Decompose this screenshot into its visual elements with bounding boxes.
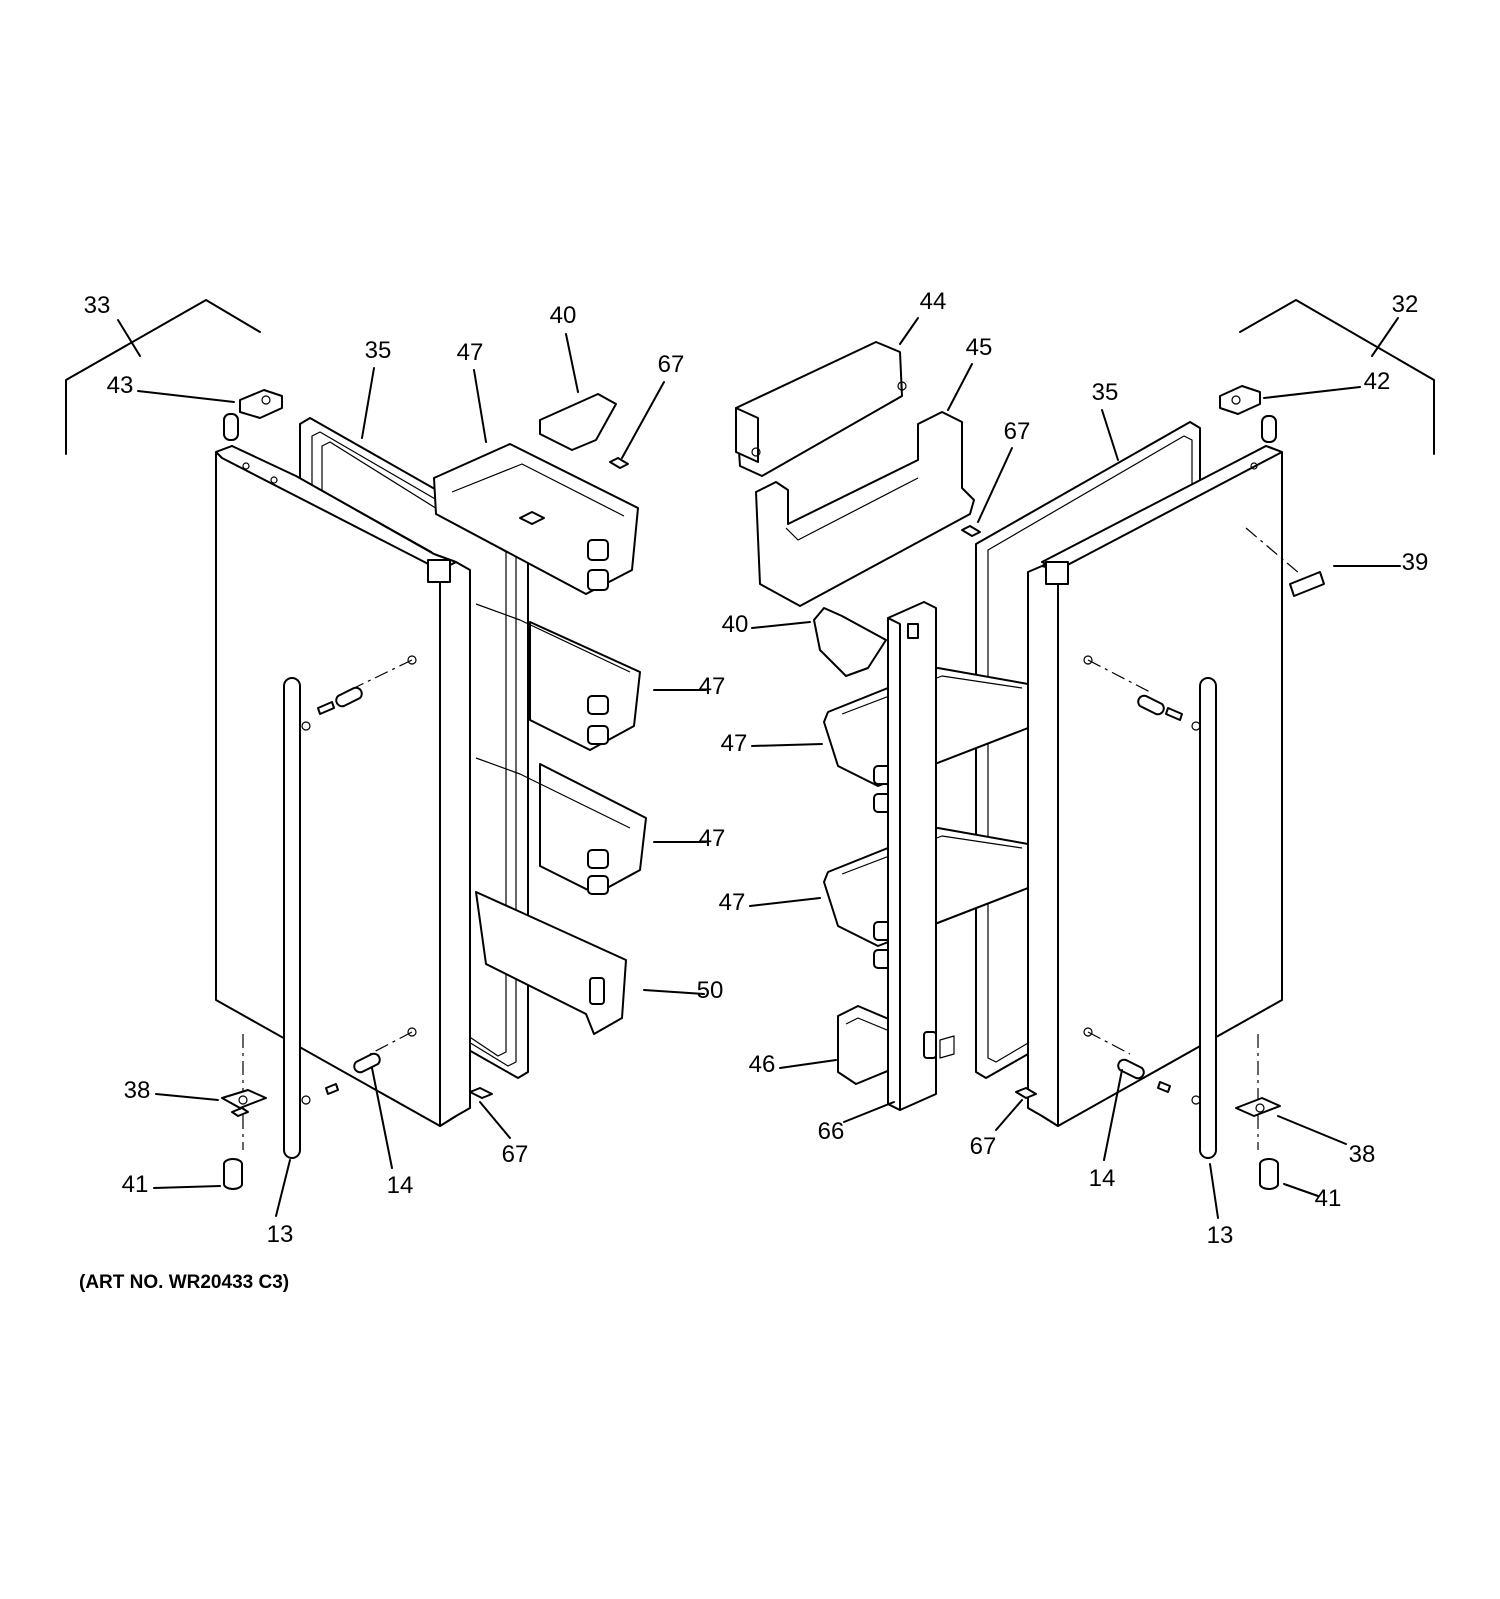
leader-lines (117, 317, 1401, 1219)
callout-40: 40 (722, 611, 749, 638)
callout-47: 47 (719, 889, 746, 916)
callout-39: 39 (1402, 549, 1429, 576)
clip-right-top (961, 525, 981, 537)
assembly-bracket-33 (65, 299, 261, 455)
callout-38: 38 (1349, 1141, 1376, 1168)
callout-35: 35 (365, 337, 392, 364)
door-bin-lower-left (475, 757, 647, 895)
door-handle-left (283, 677, 311, 1159)
door-bin-50 (475, 891, 627, 1035)
callout-45: 45 (966, 334, 993, 361)
callout-14: 14 (1089, 1165, 1116, 1192)
callout-47: 47 (457, 339, 484, 366)
callout-41: 41 (122, 1171, 149, 1198)
callout-labels: 33 43 35 47 40 67 47 47 50 38 41 14 13 67 44 45 67 35 32 42… (84, 288, 1429, 1249)
callout-67: 67 (658, 351, 685, 378)
top-hinge-left (223, 389, 283, 441)
top-hinge-right (1219, 385, 1277, 443)
callout-40: 40 (550, 302, 577, 329)
door-bin-mid-left (475, 603, 641, 751)
clip-left-top (609, 457, 629, 469)
dispenser-cover-44 (735, 341, 907, 477)
right-door-assembly (735, 299, 1435, 1190)
clip-left-bottom (469, 1087, 493, 1099)
callout-47: 47 (699, 673, 726, 700)
handle-mount-right (1087, 659, 1183, 1093)
door-handle-right (1191, 677, 1217, 1159)
callout-42: 42 (1364, 368, 1391, 395)
callout-44: 44 (920, 288, 947, 315)
callout-67: 67 (502, 1141, 529, 1168)
callout-41: 41 (1315, 1185, 1342, 1212)
callout-43: 43 (107, 372, 134, 399)
callout-67: 67 (970, 1133, 997, 1160)
door-panel-left (215, 445, 471, 1127)
callout-38: 38 (124, 1077, 151, 1104)
art-number: (ART NO. WR20433 C3) (79, 1272, 289, 1293)
callout-47: 47 (699, 825, 726, 852)
callout-32: 32 (1392, 291, 1419, 318)
callout-13: 13 (267, 1221, 294, 1248)
callout-66: 66 (818, 1118, 845, 1145)
callout-13: 13 (1207, 1222, 1234, 1249)
dairy-cover-left (539, 393, 617, 451)
assembly-bracket-32 (1239, 299, 1435, 455)
callout-33: 33 (84, 292, 111, 319)
logo-plate (1245, 527, 1325, 597)
left-door-assembly (65, 299, 647, 1190)
bottom-hinge-left (221, 1034, 267, 1190)
dispenser-bin-45 (755, 411, 975, 607)
handle-mount-left (317, 659, 413, 1095)
dispenser-mullion-66 (887, 601, 955, 1111)
callout-46: 46 (749, 1051, 776, 1078)
clip-right-bottom (1015, 1087, 1037, 1099)
callout-35: 35 (1092, 379, 1119, 406)
door-bin-top-left (433, 443, 639, 595)
callout-67: 67 (1004, 418, 1031, 445)
callout-14: 14 (387, 1172, 414, 1199)
callout-50: 50 (697, 977, 724, 1004)
bottom-hinge-right (1235, 1034, 1281, 1190)
callout-47: 47 (721, 730, 748, 757)
door-panel-right (1027, 445, 1283, 1127)
dairy-cover-right (813, 607, 887, 677)
